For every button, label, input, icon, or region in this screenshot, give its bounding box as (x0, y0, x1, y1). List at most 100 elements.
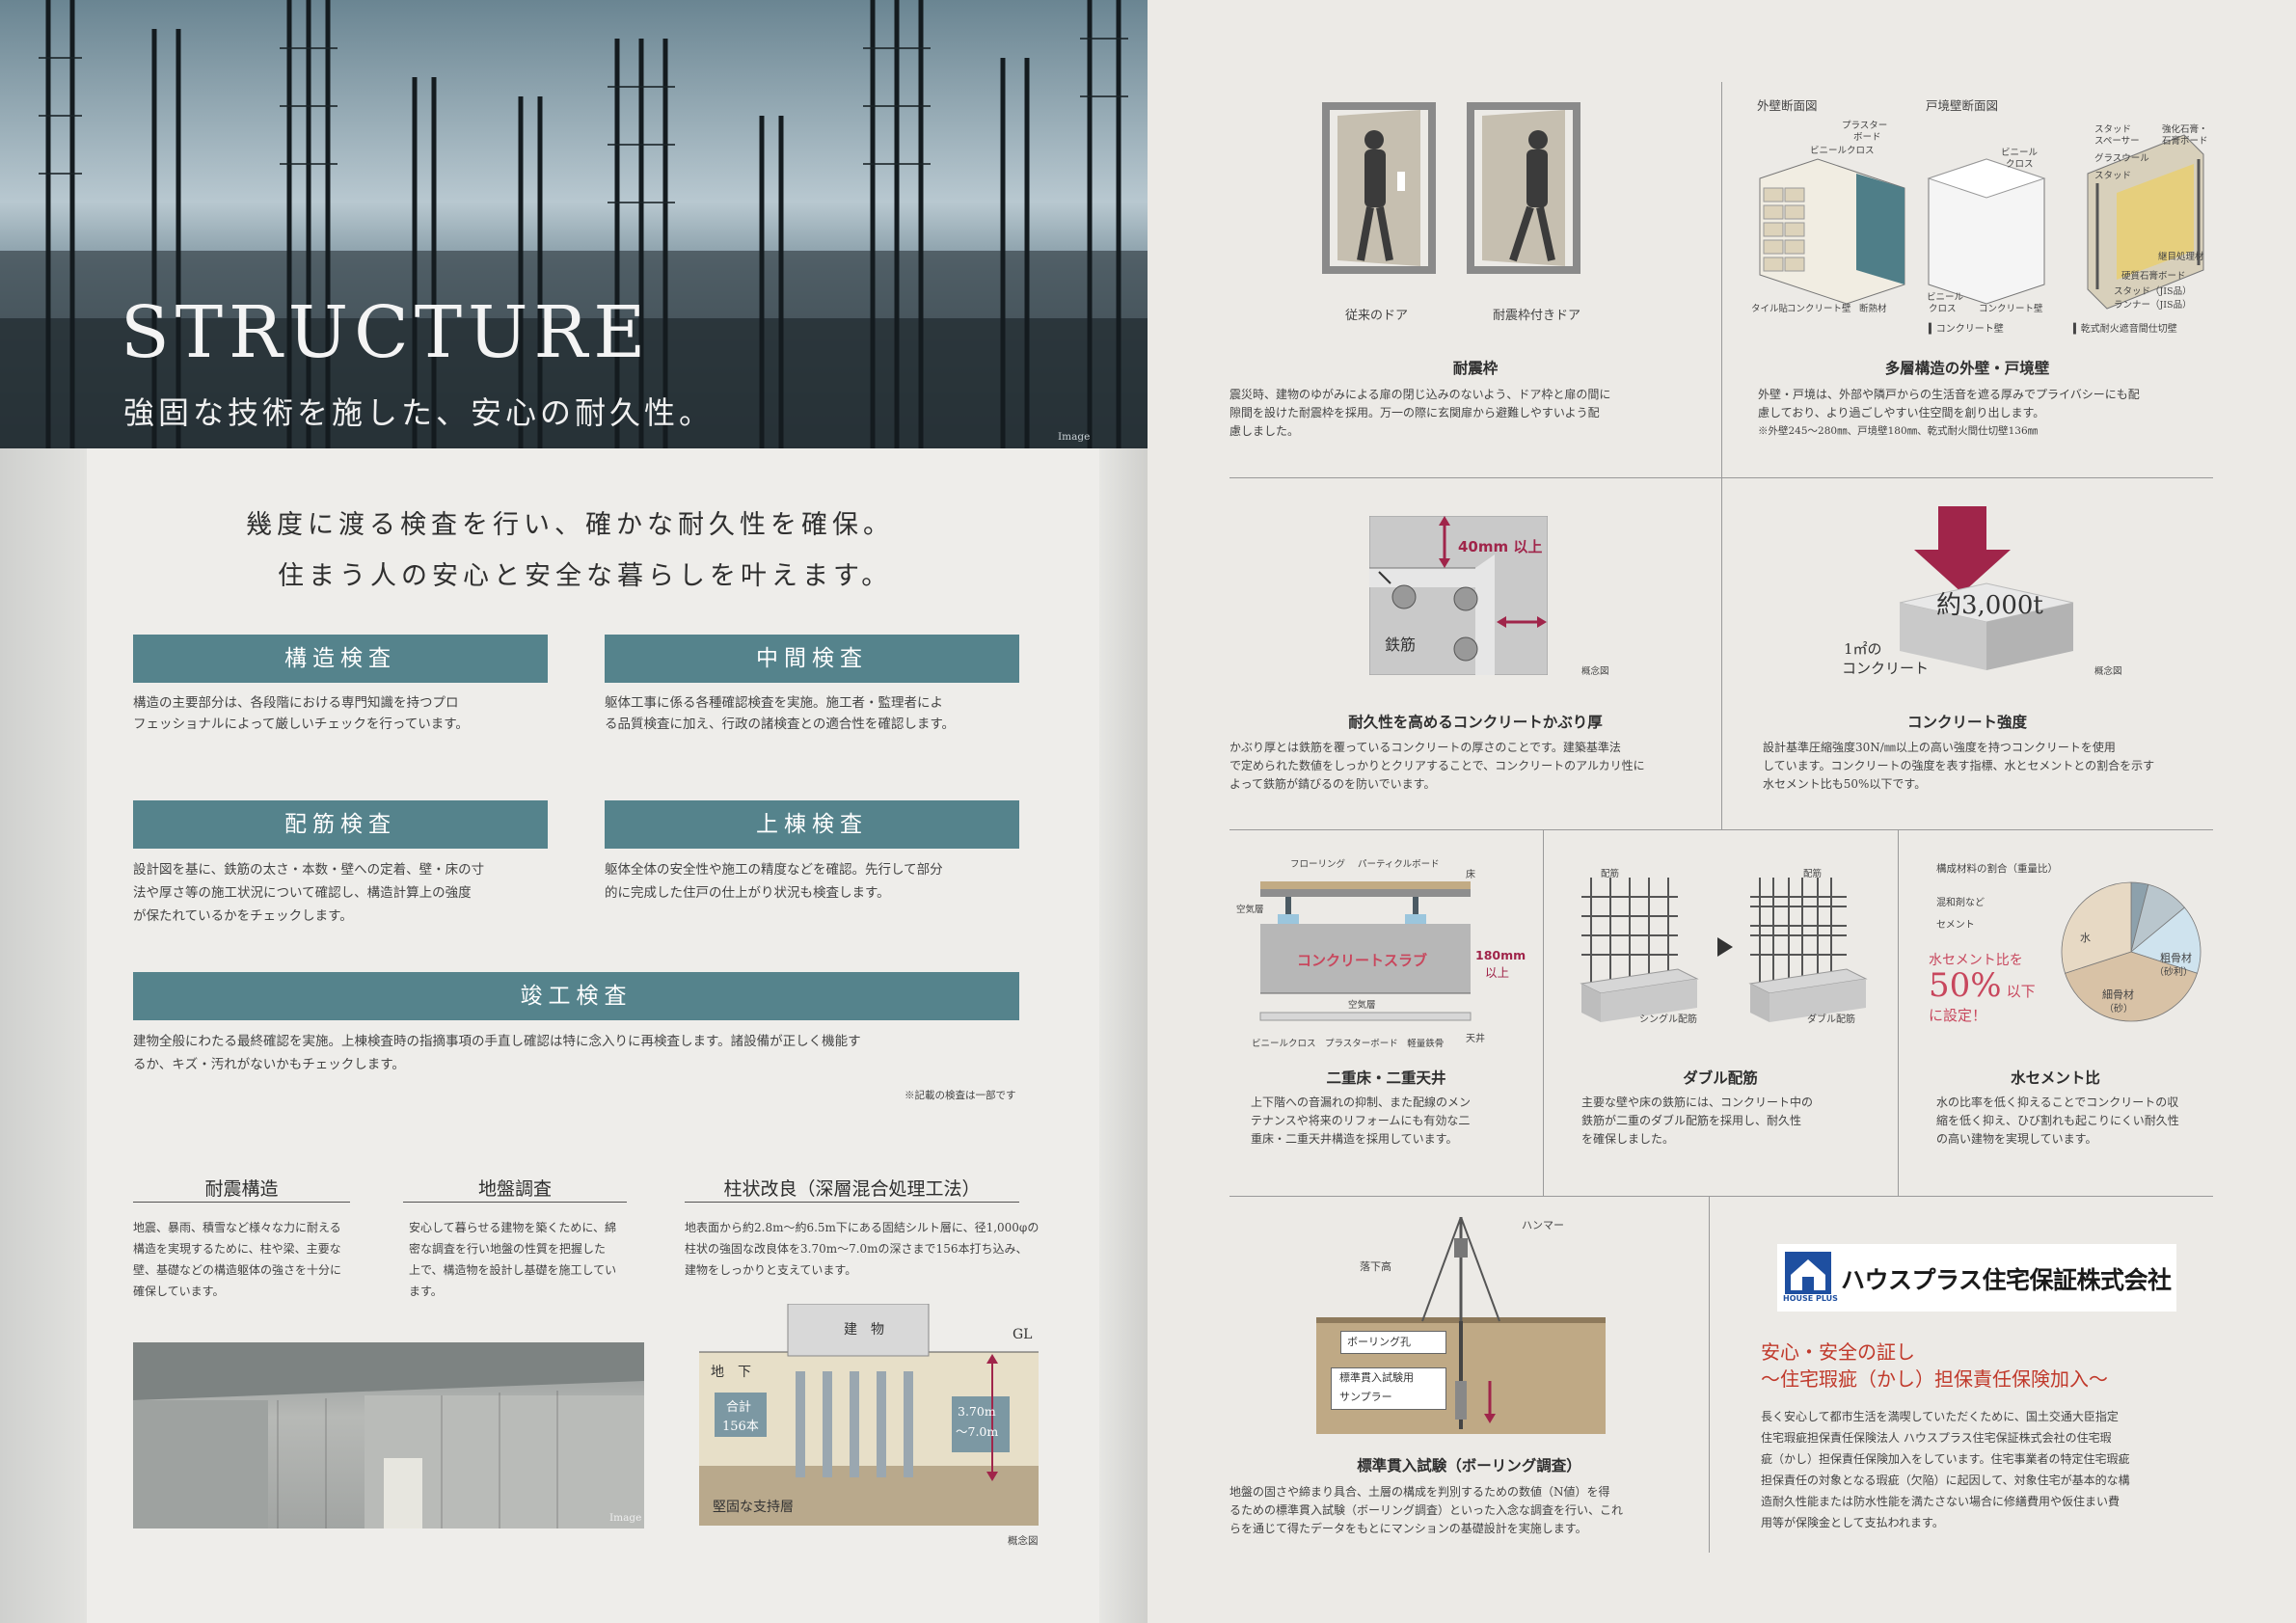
water-label-fine: 細骨材 (2102, 988, 2134, 1001)
inspection-framing-text: 躯体全体の安全性や施工の精度などを確認。先行して部分的に完成した住戸の仕上がり状… (605, 862, 943, 901)
wall-label-party: 戸境壁断面図 (1926, 98, 1999, 113)
intro-line-1: 幾度に渡る検査を行い、確かな耐久性を確保。 (246, 510, 894, 540)
cover-title: 耐久性を高めるコンクリートかぶり厚 (1348, 713, 1603, 731)
pile-total-label: 合計 (726, 1400, 752, 1415)
cover-note: 概念図 (1581, 666, 1609, 677)
wall-legend-drywall: ▍乾式耐火遮音間仕切壁 (2073, 324, 2177, 335)
door-text: 震災時、建物のゆがみによる扉の閉じ込みのないよう、ドア枠と扉の間に隙間を設けた耐… (1229, 388, 1611, 438)
divider-v3 (1543, 829, 1544, 1196)
pile-underground-label: 地 下 (711, 1365, 751, 1380)
wall-tag-spacer: スペーサー (2094, 136, 2140, 147)
floor-tag-flooring: フローリング (1290, 859, 1346, 870)
floor-slab-label: コンクリートスラブ (1297, 952, 1428, 969)
wall-tag-hard-board: 硬質石膏ボード (2121, 271, 2186, 282)
hero-photo (0, 0, 1148, 448)
wall-text: 外壁・戸境は、外部や隣戸からの生活音を遮る厚みでプライバシーにも配慮しており、よ… (1758, 388, 2140, 437)
divider-h2 (1229, 829, 2213, 830)
hero-image-caption: Image (1058, 431, 1091, 443)
seismic-title: 耐震構造 (204, 1178, 279, 1200)
boring-sampler-box: 標準貫入試験用サンプラー (1331, 1367, 1446, 1410)
water-label-water: 水 (2080, 932, 2091, 944)
ground-survey-title: 地盤調査 (477, 1178, 552, 1200)
boring-title: 標準貫入試験（ボーリング調査） (1357, 1456, 1581, 1474)
wall-tag-tile: タイル貼 (1751, 304, 1789, 314)
cover-text: かぶり厚とは鉄筋を覆っているコンクリートの厚さのことです。建築基準法で定められた… (1229, 741, 1645, 791)
intro-line-2: 住まう人の安心と安全な暮らしを叶えます。 (278, 561, 893, 591)
hero-title: STRUCTURE (121, 291, 652, 374)
divider-h3 (1229, 1196, 2213, 1197)
wall-tag-reinforced: 強化石膏・ (2162, 124, 2208, 135)
wall-tag-stud: スタッド (2094, 124, 2132, 135)
boring-text: 地盤の固さや締まり具合、土層の構成を判別するための数値（N値）を得るための標準貫… (1229, 1485, 1624, 1535)
seismic-rule (133, 1202, 350, 1203)
rebar-text: 主要な壁や床の鉄筋には、コンクリート中の鉄筋が二重のダブル配筋を採用し、耐久性を… (1581, 1096, 1814, 1146)
warranty-text: 長く安心して都市生活を満喫していただくために、国土交通大臣指定住宅瑕疵担保責任保… (1761, 1410, 2130, 1529)
wall-tag-insulation: 断熱材 (1859, 304, 1887, 314)
door-title: 耐震枠 (1452, 359, 1499, 377)
pile-improvement-rule (685, 1202, 1019, 1203)
houseplus-logo-sub: HOUSE PLUS (1783, 1294, 1838, 1303)
rebar-skyline (0, 0, 1148, 448)
houseplus-logo: HOUSE PLUS ハウスプラス住宅保証株式会社 (1777, 1244, 2176, 1312)
wall-tag-stud2: スタッド (2094, 171, 2132, 181)
door-label-conventional: 従来のドア (1345, 309, 1409, 323)
floor-title: 二重床・二重天井 (1326, 1068, 1446, 1087)
strength-illustration (1890, 506, 2083, 675)
water-callout-1: 水セメント比を (1929, 953, 2023, 968)
water-label-fine-2: （砂） (2104, 1004, 2133, 1014)
boring-hammer-label: ハンマー (1522, 1219, 1564, 1231)
water-label-coarse-2: （砂利） (2154, 967, 2193, 978)
inspection-interim-text: 躯体工事に係る各種確認検査を実施。施工者・監理者による品質検査に加え、行政の諸検… (605, 695, 956, 732)
rebar-double-label: ダブル配筋 (1807, 1014, 1855, 1025)
pile-diagram: 建 物 GL 地 下 合計 156本 3.70m 〜7.0m 堅固な支持層 (699, 1303, 1039, 1526)
pile-improvement-title: 柱状改良（深層混合処理工法） (723, 1178, 981, 1200)
pie-slice-water (2130, 906, 2201, 974)
inspection-completion-text: 建物全般にわたる最終確認を実施。上棟検査時の指摘事項の手直し確認は特に念入りに再… (133, 1034, 861, 1072)
cover-dim-label: 40mm 以上 (1458, 538, 1543, 555)
pile-depth-1: 3.70m (958, 1404, 996, 1419)
divider-v2 (1721, 477, 1722, 829)
rebar-title: ダブル配筋 (1683, 1068, 1758, 1087)
cover-illustration (1368, 515, 1549, 676)
houseplus-company-name: ハウスプラス住宅保証株式会社 (1841, 1266, 2172, 1294)
floor-tag-air-2: 空気層 (1348, 1000, 1376, 1011)
wall-tag-stud-jis: スタッド（JIS品） (2114, 286, 2192, 297)
floor-tag-particle: パーティクルボード (1358, 859, 1440, 870)
inspection-interim-header: 中間検査 (605, 635, 1019, 683)
pile-improvement-text: 地表面から約2.8m〜約6.5m下にある固結シルト層に、径1,000φの柱状の強… (685, 1221, 1040, 1277)
floor-illustration (1258, 868, 1475, 1037)
door-illustration (1307, 92, 1596, 284)
door-label-seismic: 耐震枠付きドア (1493, 309, 1581, 323)
wall-tag-cloth: クロス (2006, 159, 2034, 170)
wall-tag-vinyl3: ビニール (1927, 292, 1964, 303)
wall-tag-vinyl: ビニールクロス (1810, 146, 1875, 156)
rebar-single-label: シングル配筋 (1639, 1014, 1697, 1025)
strength-value: 約3,000t (1936, 591, 2043, 620)
interior-photo-caption: Image (609, 1512, 642, 1524)
floor-tag-bottom: ビニールクロス プラスターボード 軽量鉄骨 (1252, 1039, 1445, 1049)
water-pie-chart (2059, 879, 2203, 1024)
strength-text: 設計基準圧縮強度30N/㎜以上の高い強度を持つコンクリートを使用しています。コン… (1763, 741, 2155, 791)
houseplus-logo-icon (1785, 1252, 1831, 1294)
inspection-structural-text: 構造の主要部分は、各段階における専門知識を持つプロフェッショナルによって厳しいチ… (133, 695, 469, 732)
pile-building-label: 建 物 (844, 1322, 884, 1338)
rebar-tag-2: 配筋 (1803, 869, 1823, 879)
wall-tag-ceiling: 継目処理材 (2158, 252, 2204, 262)
wall-tag-glasswool: グラスウール (2094, 153, 2149, 164)
pie-slice-fine (2061, 881, 2132, 974)
divider-v5 (1709, 1196, 1710, 1553)
floor-tag-air: 空気層 (1236, 905, 1264, 915)
ground-survey-text: 安心して暮らせる建物を築くために、綿密な調査を行い地盤の性質を把握した上で、構造… (409, 1221, 617, 1298)
pile-total-count: 156本 (722, 1420, 759, 1434)
pile-gl-label: GL (1013, 1327, 1033, 1342)
water-tag-cement: セメント (1936, 920, 1975, 931)
inspection-note: ※記載の検査は一部です (905, 1090, 1016, 1101)
pile-diagram-note: 概念図 (1008, 1535, 1039, 1547)
wall-tag-cloth2: クロス (1929, 304, 1957, 314)
water-text: 水の比率を低く抑えることでコンクリートの収縮を低く抑え、ひび割れも起こりにくい耐… (1936, 1096, 2179, 1146)
pie-slice-coarse (2065, 951, 2198, 1022)
strength-note: 概念図 (2094, 666, 2122, 677)
strength-unit-label-2: コンクリート (1842, 660, 1930, 677)
rebar-tag-1: 配筋 (1601, 869, 1620, 879)
floor-dim: 180mm (1475, 948, 1526, 962)
